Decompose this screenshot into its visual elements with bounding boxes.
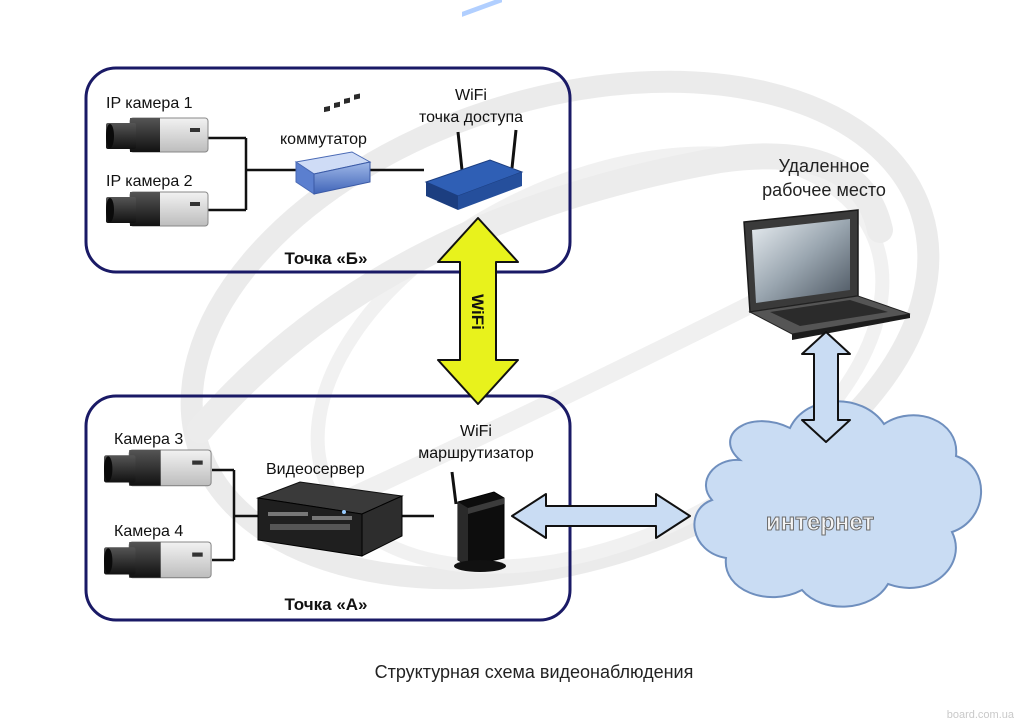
router-label-line2: маршрутизатор [418,445,534,462]
access-point-label-line2: точка доступа [419,109,523,126]
video-server-icon [256,481,404,557]
wifi-link-label: WiFi [468,294,487,330]
camera-4-icon [103,541,212,579]
camera-4-label: Камера 4 [114,523,183,540]
diagram-caption: Структурная схема видеонаблюдения [375,662,694,682]
internet-cloud-label: интернет [766,509,875,536]
remote-workstation-label-line2: рабочее место [762,180,886,200]
switch-icon [294,93,372,195]
point-a-wiring [212,468,434,562]
ip-camera-1-icon [105,117,209,153]
wifi-access-point-icon [424,0,524,210]
switch-label: коммутатор [280,131,367,148]
ip-camera-1-label: IP камера 1 [106,95,193,112]
laptop-icon [743,209,911,340]
site-watermark: board.com.ua [947,709,1015,721]
point-b-frame [84,66,572,274]
access-point-label-line1: WiFi [455,87,487,104]
ip-camera-2-label: IP камера 2 [106,173,193,190]
video-server-label: Видеосервер [266,461,365,478]
wifi-link-arrow [437,217,519,405]
camera-3-label: Камера 3 [114,431,183,448]
laptop-internet-link-arrow [801,331,851,443]
wifi-router-icon [450,471,506,572]
router-label-line1: WiFi [460,423,492,440]
point-b-wiring [208,136,424,212]
point-a-title: Точка «А» [284,595,367,614]
ip-camera-2-icon [105,191,209,227]
remote-workstation-label-line1: Удаленное [779,156,870,176]
point-b-title: Точка «Б» [285,249,368,268]
camera-3-icon [103,449,212,487]
router-internet-link-arrow [511,493,691,539]
